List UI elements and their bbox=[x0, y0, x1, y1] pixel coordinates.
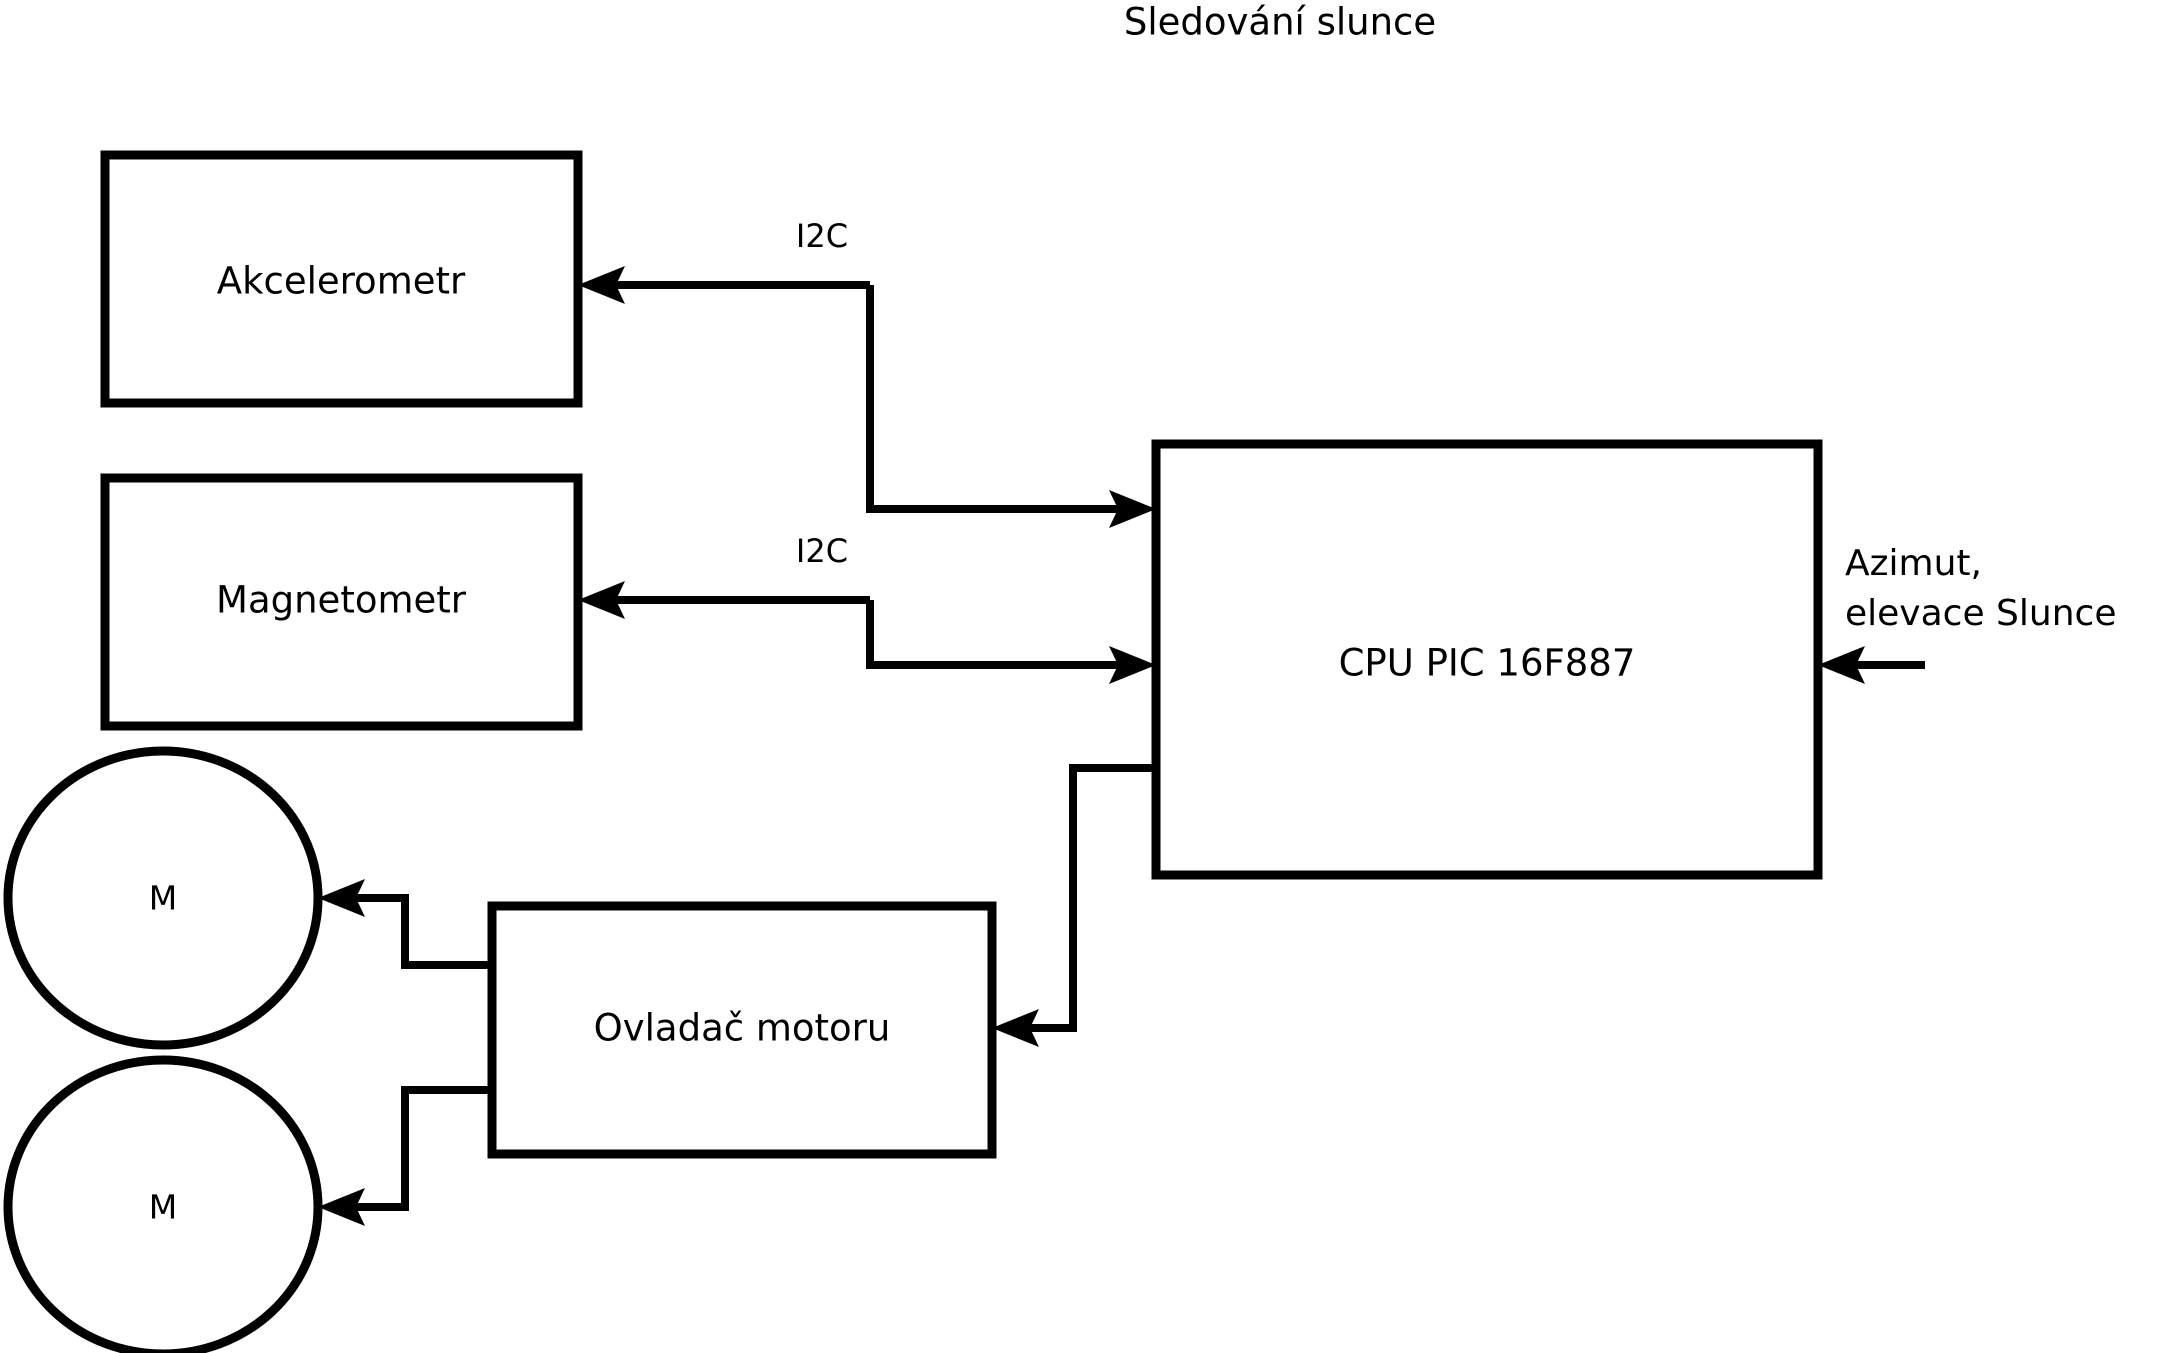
edge-label-i2c-magnetometer: I2C bbox=[796, 532, 848, 570]
node-motor-2-label: M bbox=[149, 1188, 177, 1227]
arrowhead-motor-2-in bbox=[318, 1188, 365, 1226]
sun-input-label-line1: Azimut, bbox=[1845, 543, 1982, 584]
edge-label-i2c-accelerometer: I2C bbox=[796, 217, 848, 255]
arrowhead-cpu-in-top bbox=[1109, 490, 1156, 528]
node-motor-driver[interactable] bbox=[487, 901, 997, 1159]
arrowhead-magnetometer-in bbox=[578, 581, 625, 619]
arrowhead-motor-1-in bbox=[318, 879, 365, 917]
arrowhead-cpu-in-bottom bbox=[1109, 646, 1156, 684]
node-motor-1-label: M bbox=[149, 879, 177, 918]
edge-motor-driver-to-motor-1 bbox=[337, 894, 492, 969]
edge-magnetometer-to-cpu bbox=[866, 600, 1137, 669]
node-accelerometer-label: Akcelerometr bbox=[217, 260, 466, 303]
arrowhead-cpu-sun-input bbox=[1818, 646, 1865, 684]
node-motor-driver-label: Ovladač motoru bbox=[594, 1007, 891, 1050]
edge-motor-driver-to-motor-2 bbox=[337, 1086, 492, 1211]
edge-accelerometer-to-cpu bbox=[866, 285, 1137, 513]
node-magnetometer-label: Magnetometr bbox=[216, 579, 467, 622]
arrowhead-motor-driver-in bbox=[992, 1009, 1039, 1047]
diagram-title: Sledování slunce bbox=[1124, 1, 1436, 44]
edge-cpu-to-motor-driver bbox=[1011, 764, 1156, 1032]
arrowhead-accelerometer-in bbox=[578, 266, 625, 304]
sun-input-label-line2: elevace Slunce bbox=[1845, 593, 2116, 634]
node-cpu-label: CPU PIC 16F887 bbox=[1339, 642, 1636, 685]
node-accelerometer[interactable] bbox=[100, 150, 583, 408]
node-cpu[interactable] bbox=[1151, 439, 1823, 880]
node-magnetometer[interactable] bbox=[100, 473, 583, 731]
